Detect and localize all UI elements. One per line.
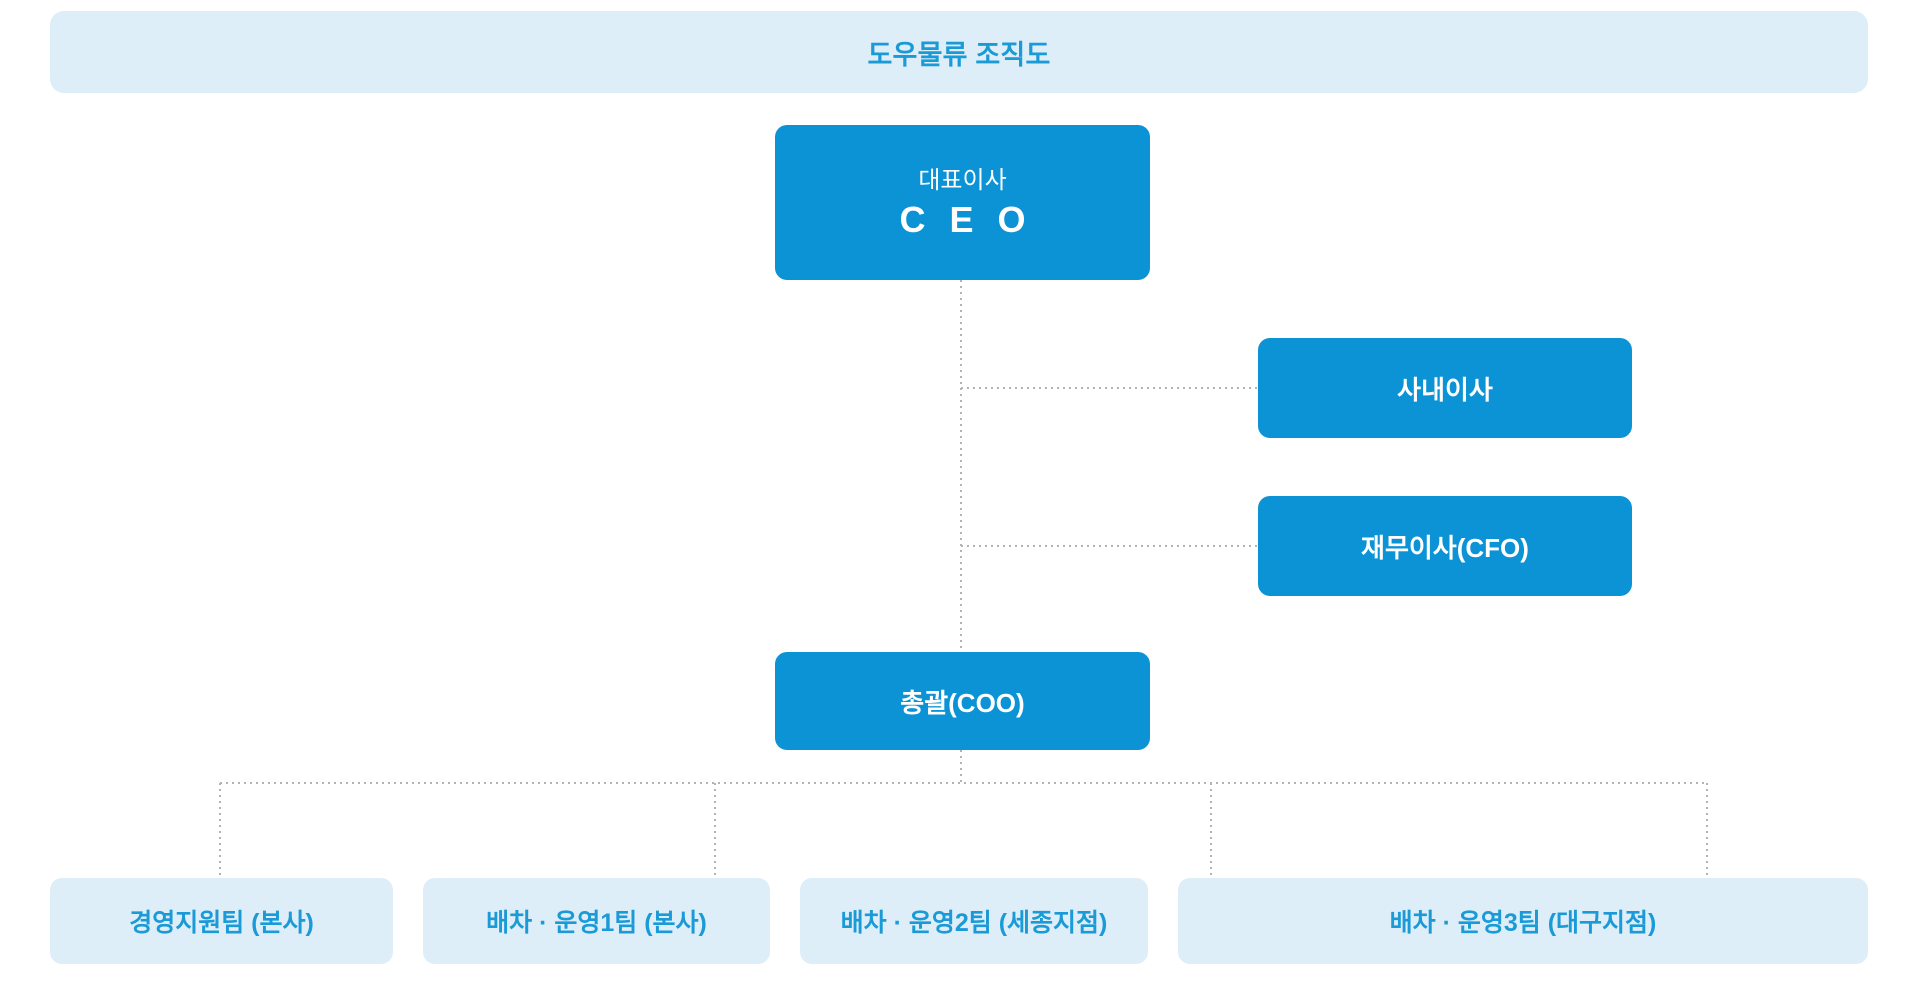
node-team-3-label: 배차 · 운영2팀 (세종지점): [840, 909, 1108, 937]
node-ceo[interactable]: 대표이사 C E O: [775, 125, 1150, 280]
node-cfo[interactable]: 재무이사(CFO): [1258, 496, 1632, 596]
node-ceo-title: C E O: [899, 198, 1033, 240]
node-coo[interactable]: 총괄(COO): [775, 652, 1150, 750]
node-coo-label: 총괄(COO): [900, 687, 1025, 718]
chart-header: 도우물류 조직도: [50, 11, 1868, 93]
node-team-2[interactable]: 배차 · 운영1팀 (본사): [423, 878, 770, 964]
node-team-3[interactable]: 배차 · 운영2팀 (세종지점): [800, 878, 1148, 964]
node-internal-director[interactable]: 사내이사: [1258, 338, 1632, 438]
node-team-4-label: 배차 · 운영3팀 (대구지점): [1389, 909, 1657, 937]
node-team-2-label: 배차 · 운영1팀 (본사): [486, 909, 707, 937]
node-cfo-label: 재무이사(CFO): [1361, 532, 1529, 563]
page-title: 도우물류 조직도: [867, 39, 1051, 70]
node-ceo-subtitle: 대표이사: [918, 166, 1007, 194]
node-team-1-label: 경영지원팀 (본사): [129, 909, 314, 937]
node-team-4[interactable]: 배차 · 운영3팀 (대구지점): [1178, 878, 1868, 964]
node-internal-director-label: 사내이사: [1397, 374, 1493, 405]
node-team-1[interactable]: 경영지원팀 (본사): [50, 878, 393, 964]
